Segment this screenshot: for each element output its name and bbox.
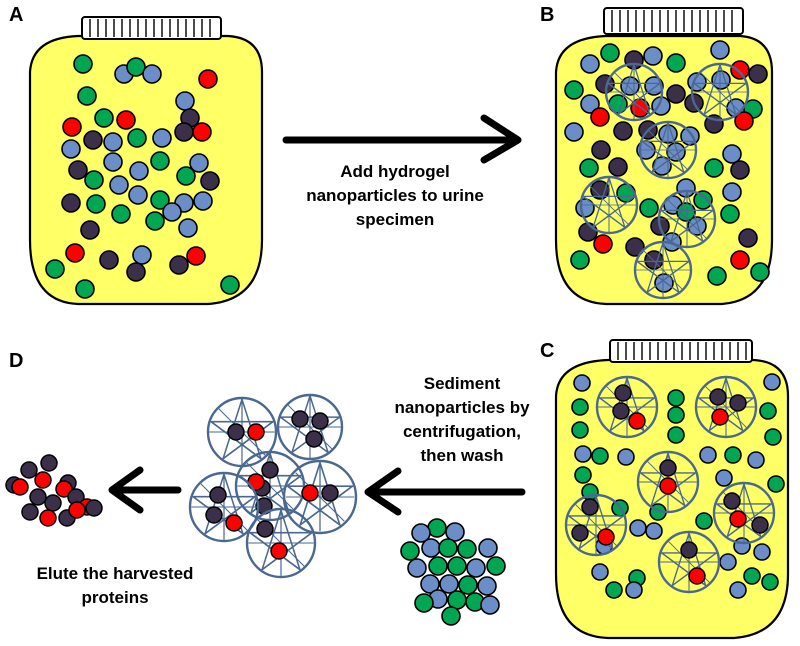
jar-lid-ridges — [611, 10, 733, 32]
process-arrow-icon — [108, 466, 182, 514]
jar-a — [28, 16, 264, 306]
hydrogel-nanoparticle-icon — [276, 393, 344, 461]
hydrogel-nanoparticle-icon — [206, 396, 278, 468]
panel-label-a: A — [9, 4, 24, 26]
jar-lid — [609, 339, 753, 363]
step-elute-line: Elute the harvested — [36, 564, 194, 583]
hydrogel-nanoparticle-icon — [636, 450, 700, 514]
hydrogel-nanoparticle-icon — [690, 62, 750, 122]
hydrogel-nanoparticle-icon — [604, 62, 664, 122]
washed-proteins-pile — [400, 518, 506, 626]
panel-label-c: C — [540, 340, 555, 362]
step-elute-line: proteins — [81, 588, 149, 607]
step-elute-caption: Elute the harvested proteins — [20, 562, 210, 610]
step-add-line: nanoparticles to urine — [306, 186, 484, 205]
step-sediment-line: centrifugation, — [402, 422, 522, 441]
hydrogel-nanoparticle-icon — [694, 375, 758, 439]
jar-c — [554, 339, 790, 640]
hydrogel-nanoparticle-icon — [564, 493, 628, 557]
hydrogel-nanoparticle-icon — [638, 120, 698, 180]
hydrogel-nanoparticle-icon — [712, 481, 776, 545]
hydrogel-nanoparticle-icon — [657, 189, 717, 249]
nanoparticle-cluster — [188, 393, 358, 579]
step-sediment-line: then wash — [420, 446, 504, 465]
panel-label-d: D — [9, 350, 24, 372]
panel-label-b: B — [540, 4, 555, 26]
jar-lid — [603, 7, 744, 35]
process-arrow-icon — [364, 467, 526, 516]
step-add-line: specimen — [355, 210, 435, 229]
jar-lid-ridges — [617, 342, 747, 360]
hydrogel-nanoparticle-icon — [579, 175, 639, 235]
hydrogel-nanoparticle-icon — [595, 375, 659, 439]
jar-lid-ridges — [89, 19, 211, 37]
hydrogel-nanoparticle-icon — [633, 240, 693, 300]
hydrogel-nanoparticle-icon — [657, 530, 721, 594]
loaded-nanoparticles-c — [564, 375, 776, 594]
protein-mix-a — [45, 54, 240, 299]
protein-mix-b — [564, 40, 770, 293]
step-sediment-line: Sediment — [423, 374, 501, 393]
jar-lid — [81, 16, 222, 40]
hydrogel-nanoparticle-icon — [282, 459, 358, 535]
step-sediment-line: nanoparticles by — [394, 398, 530, 417]
hydrogel-nanoparticle-icon — [188, 471, 260, 543]
process-arrow-icon — [282, 114, 522, 164]
harvested-proteins — [5, 454, 103, 527]
jar-b — [554, 7, 774, 306]
hydrogel-nanoparticle-icon — [245, 507, 317, 579]
step-sediment-caption: Sediment nanoparticles by centrifugation… — [392, 372, 532, 468]
step-add-line: Add hydrogel — [340, 162, 450, 181]
step-add-caption: Add hydrogel nanoparticles to urine spec… — [270, 160, 520, 232]
nanoparticles-b — [579, 62, 750, 300]
